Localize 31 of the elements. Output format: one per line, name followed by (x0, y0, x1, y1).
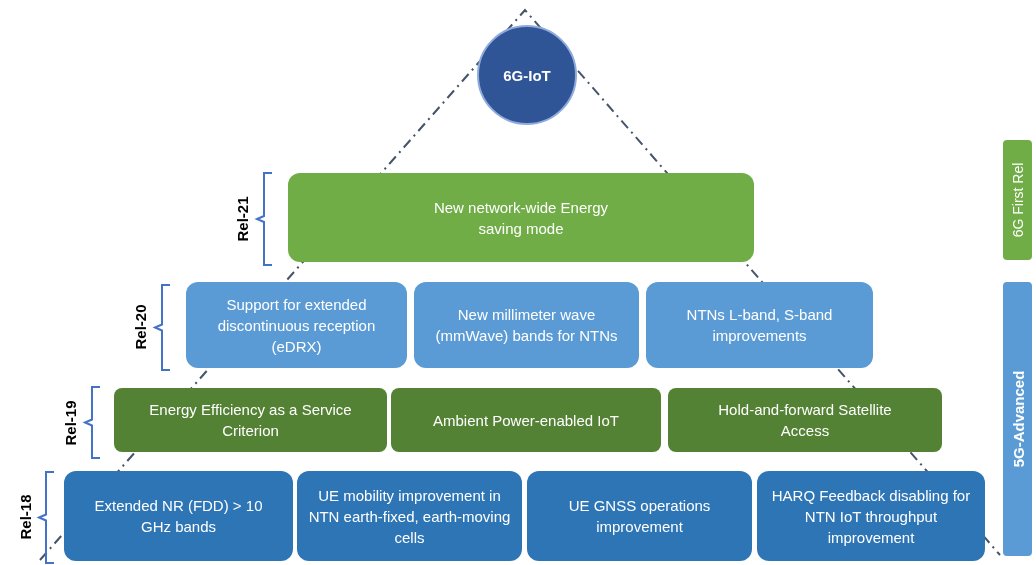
node-label: UE mobility improvement in NTN earth-fixed, earth-moving cells (307, 485, 512, 548)
node-label: NTNs L-band, S-band improvements (685, 305, 834, 346)
feature-box (646, 282, 873, 368)
feature-box (64, 471, 293, 561)
release-bar (1003, 282, 1032, 556)
feature-box (114, 388, 387, 452)
release-bar (1003, 140, 1032, 260)
release-label: Rel-18 (16, 494, 34, 540)
feature-box (668, 388, 942, 452)
feature-box (288, 173, 754, 262)
node-label: New network-wide Energy saving mode (432, 197, 610, 239)
feature-box (527, 471, 752, 561)
feature-box (391, 388, 661, 452)
node-label: Hold-and-forward Satellite Access (717, 400, 893, 441)
node-label: UE GNSS operations improvement (567, 496, 712, 537)
feature-box (297, 471, 522, 561)
release-label: Rel-19 (61, 400, 79, 446)
node-label: Extended NR (FDD) > 10 GHz bands (93, 496, 264, 537)
bar-label: 5G-Advanced (1009, 370, 1026, 468)
feature-box (414, 282, 639, 368)
node-label: HARQ Feedback disabling for NTN IoT throughput improvement (770, 485, 972, 548)
feature-box (186, 282, 407, 368)
feature-box (757, 471, 985, 561)
release-label: Rel-21 (233, 196, 251, 242)
node-label: Energy Efficiency as a Service Criterion (148, 400, 353, 441)
node-label: 6G-IoT (503, 65, 551, 86)
node-label: New millimeter wave (mmWave) bands for NTNs (434, 305, 619, 346)
node-label: Support for extended discontinuous reception (eDRX) (216, 294, 377, 357)
node-label: Ambient Power-enabled IoT (433, 410, 619, 431)
release-label: Rel-20 (131, 304, 149, 350)
bar-label: 6G First Rel (1009, 162, 1026, 238)
